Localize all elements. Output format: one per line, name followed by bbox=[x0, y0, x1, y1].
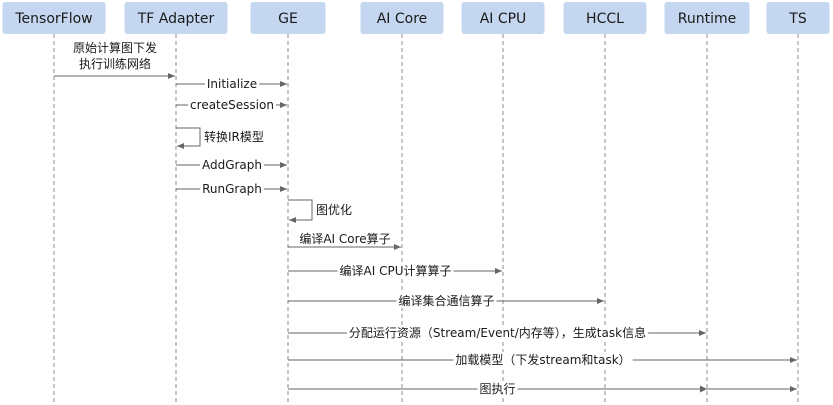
message-label: AddGraph bbox=[202, 158, 262, 172]
message-2: createSession bbox=[176, 98, 287, 112]
participant-aicore: AI Core bbox=[360, 2, 444, 34]
message-label-bg bbox=[477, 382, 518, 396]
self-loop-arrow bbox=[288, 199, 313, 223]
message-6: 图优化 bbox=[288, 199, 352, 223]
message-8: 编译AI CPU计算算子 bbox=[288, 263, 502, 278]
message-label: 转换IR模型 bbox=[204, 129, 264, 144]
message-arrowhead-via bbox=[700, 385, 707, 393]
message-label-bg bbox=[188, 98, 276, 112]
participant-box bbox=[664, 2, 750, 34]
participant-aicpu: AI CPU bbox=[461, 2, 545, 34]
participant-box bbox=[360, 2, 444, 34]
participant-label: HCCL bbox=[586, 11, 624, 27]
message-3: 转换IR模型 bbox=[176, 127, 264, 149]
participant-label: TS bbox=[788, 11, 807, 27]
message-label: 分配运行资源（Stream/Event/内存等），生成task信息 bbox=[349, 325, 646, 340]
participant-box bbox=[563, 2, 647, 34]
message-label: 原始计算图下发 bbox=[73, 40, 157, 55]
participant-label: AI CPU bbox=[480, 11, 527, 27]
message-10: 分配运行资源（Stream/Event/内存等），生成task信息 bbox=[288, 325, 706, 340]
message-label: 编译集合通信算子 bbox=[398, 293, 494, 308]
message-label: RunGraph bbox=[202, 182, 262, 196]
message-label: createSession bbox=[190, 98, 274, 112]
participant-ts: TS bbox=[766, 2, 830, 34]
message-9: 编译集合通信算子 bbox=[288, 293, 604, 308]
participant-label: AI Core bbox=[377, 11, 428, 27]
participant-box bbox=[124, 2, 228, 34]
message-7: 编译AI Core算子 bbox=[288, 231, 401, 250]
message-label-bg bbox=[346, 325, 649, 340]
message-label: 编译AI CPU计算算子 bbox=[340, 263, 452, 278]
participant-label: Runtime bbox=[678, 11, 736, 27]
message-label-bg bbox=[200, 182, 264, 196]
participant-label: GE bbox=[278, 11, 298, 27]
message-label: 执行训练网络 bbox=[79, 56, 151, 71]
message-11: 加载模型（下发stream和task） bbox=[288, 352, 797, 367]
participant-runtime: Runtime bbox=[664, 2, 750, 34]
message-label: 编译AI Core算子 bbox=[299, 231, 390, 246]
participant-label: TensorFlow bbox=[14, 11, 92, 27]
message-label-bg bbox=[297, 231, 393, 246]
message-label: 图优化 bbox=[316, 203, 352, 217]
message-1: Initialize bbox=[176, 77, 287, 91]
lifelines bbox=[53, 34, 799, 403]
participant-hccl: HCCL bbox=[563, 2, 647, 34]
message-4: AddGraph bbox=[176, 158, 287, 172]
message-label: 图执行 bbox=[479, 382, 515, 396]
participant-box bbox=[250, 2, 326, 34]
participant-tf: TensorFlow bbox=[2, 2, 106, 34]
self-loop-arrow bbox=[176, 127, 201, 149]
message-label-bg bbox=[199, 158, 265, 172]
message-label-bg bbox=[337, 263, 454, 278]
participant-box bbox=[766, 2, 830, 34]
message-label: 加载模型（下发stream和task） bbox=[455, 352, 630, 367]
message-label-bg bbox=[396, 293, 497, 308]
message-label: Initialize bbox=[207, 77, 257, 91]
participant-box bbox=[461, 2, 545, 34]
participant-ge: GE bbox=[250, 2, 326, 34]
message-5: RunGraph bbox=[176, 182, 287, 196]
participant-adapter: TF Adapter bbox=[124, 2, 228, 34]
message-label-bg bbox=[453, 352, 633, 367]
participant-headers: TensorFlow TF Adapter GE AI Core AI CPU HCCL R… bbox=[2, 2, 830, 34]
message-12: 图执行 bbox=[288, 382, 797, 396]
participant-box bbox=[2, 2, 106, 34]
message-label-bg bbox=[204, 77, 260, 91]
participant-label: TF Adapter bbox=[137, 11, 215, 27]
